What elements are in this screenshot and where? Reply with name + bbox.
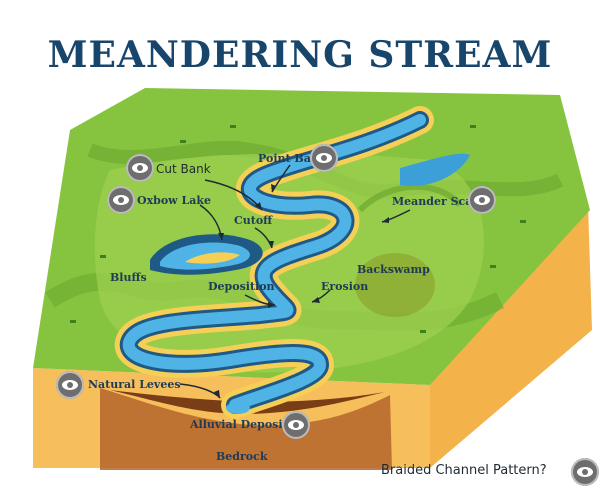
eye-icon[interactable] — [107, 186, 135, 214]
grass-tuft — [520, 220, 526, 223]
grass-tuft — [420, 330, 426, 333]
label-backswamp: Backswamp — [357, 263, 430, 276]
meander-scar — [357, 183, 463, 213]
arrowhead-erosion — [312, 297, 320, 303]
label-deposition: Deposition — [208, 280, 275, 293]
arrow-natural-levees — [179, 383, 221, 399]
grass-tuft — [180, 140, 186, 143]
arrowhead-oxbow-lake — [218, 233, 224, 240]
arrow-heads — [214, 184, 389, 398]
grass-tuft — [470, 125, 476, 128]
eye-icon[interactable] — [126, 154, 154, 182]
eye-icon[interactable] — [571, 458, 599, 486]
page-title: MEANDERING STREAM — [47, 34, 553, 76]
grass-tuft — [100, 255, 106, 258]
label-point-bar: Point Bar — [258, 152, 317, 165]
label-bedrock: Bedrock — [216, 450, 268, 463]
label-braided-channel-pattern: Braided Channel Pattern? — [381, 463, 547, 478]
arrowhead-meander-scar — [382, 217, 389, 223]
label-erosion: Erosion — [321, 280, 369, 293]
arrowhead-point-bar — [271, 184, 276, 192]
grass-tuft — [70, 320, 76, 323]
backswamp-area — [355, 253, 435, 317]
label-oxbow-lake: Oxbow Lake — [137, 194, 211, 207]
arrowhead-deposition — [268, 302, 275, 308]
bedrock-dip — [100, 388, 392, 470]
label-cut-bank: Cut Bank — [156, 162, 211, 176]
block-right-side — [430, 205, 592, 468]
label-alluvial-deposits: Alluvial Deposits — [190, 418, 294, 431]
label-bluffs: Bluffs — [110, 271, 147, 284]
arrowhead-cut-bank — [255, 202, 262, 210]
upper-oxbow-lake — [400, 153, 470, 186]
grass-tuft — [490, 265, 496, 268]
eye-icon[interactable] — [56, 371, 84, 399]
arrowhead-natural-levees — [214, 390, 220, 398]
arrowhead-cutoff — [268, 241, 274, 248]
grass-tufts — [70, 125, 526, 333]
label-meander-scar: Meander Scar — [392, 195, 479, 208]
river-water — [122, 114, 426, 411]
label-cutoff: Cutoff — [234, 214, 273, 227]
oxbow-lake-sand — [185, 252, 240, 264]
eye-icon[interactable] — [468, 186, 496, 214]
eye-icon[interactable] — [310, 144, 338, 172]
grass-tuft — [230, 125, 236, 128]
label-natural-levees: Natural Levees — [88, 378, 181, 391]
eye-icon[interactable] — [282, 411, 310, 439]
river-outflow — [226, 402, 250, 414]
